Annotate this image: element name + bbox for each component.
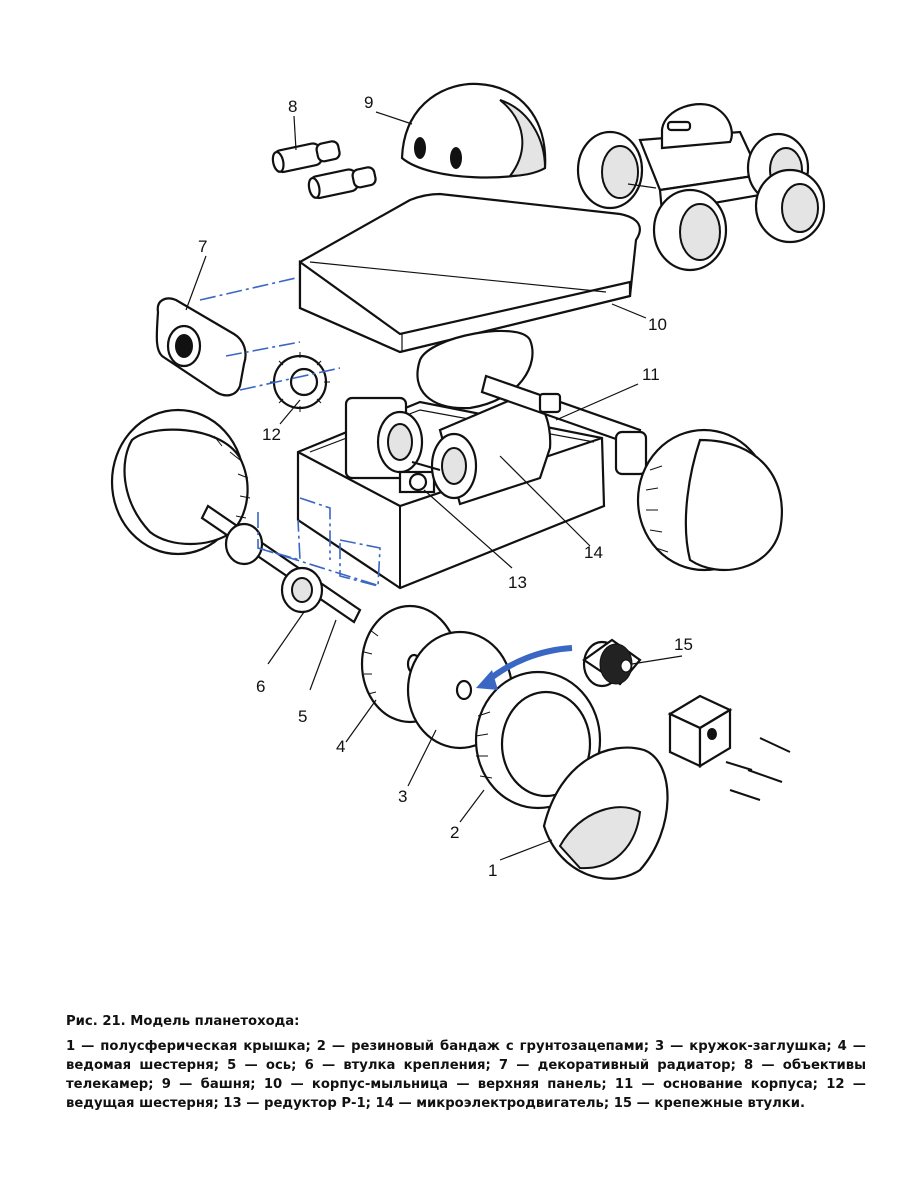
- rover-wheel-front-left: [576, 130, 644, 210]
- fastening-bushing: [582, 638, 642, 688]
- camera-lenses: [271, 140, 377, 200]
- callout-13: 13: [508, 573, 527, 592]
- callout-6: 6: [256, 677, 265, 696]
- mount-block: [667, 694, 733, 768]
- callout-2: 2: [450, 823, 459, 842]
- callout-14: 14: [584, 543, 603, 562]
- figure-caption: Рис. 21. Модель планетохода: 1 — полусфе…: [66, 1012, 866, 1113]
- screws: [725, 737, 791, 801]
- callout-12: 12: [262, 425, 281, 444]
- callout-1: 1: [488, 861, 497, 880]
- hemispherical-cover: [542, 746, 669, 880]
- callout-3: 3: [398, 787, 407, 806]
- turret-dome: [400, 82, 547, 179]
- callout-15: 15: [674, 635, 693, 654]
- rover-wheel-front-right: [652, 188, 728, 272]
- callout-labels: 8 9 7 10 11 12 14 13 15 6 5 4 3 2 1: [198, 93, 693, 880]
- micro-motor: [411, 394, 552, 506]
- callout-7: 7: [198, 237, 207, 256]
- assembled-rover-preview: [576, 103, 826, 272]
- callout-5: 5: [298, 707, 307, 726]
- front-axle: [200, 504, 362, 624]
- callout-9: 9: [364, 93, 373, 112]
- alignment-guides: [199, 277, 381, 588]
- leader-lines: [185, 111, 683, 861]
- right-wheel: [614, 428, 783, 572]
- callout-11: 11: [642, 365, 660, 384]
- assembly-arrow: [476, 645, 573, 690]
- drive-gear: [270, 352, 330, 412]
- rear-axle: [480, 374, 642, 448]
- callout-4: 4: [336, 737, 345, 756]
- rover-wheel-rear-right: [754, 168, 826, 244]
- caption-legend: 1 — полусферическая крышка; 2 — резиновы…: [66, 1039, 866, 1111]
- exploded-view-illustration: 8 9 7 10 11 12 14 13 15 6 5 4 3 2 1: [110, 82, 826, 880]
- caption-title: Рис. 21. Модель планетохода:: [66, 1014, 300, 1029]
- callout-10: 10: [648, 315, 667, 334]
- body-top-panel: [298, 192, 641, 354]
- callout-8: 8: [288, 97, 297, 116]
- decorative-radiator: [155, 297, 247, 397]
